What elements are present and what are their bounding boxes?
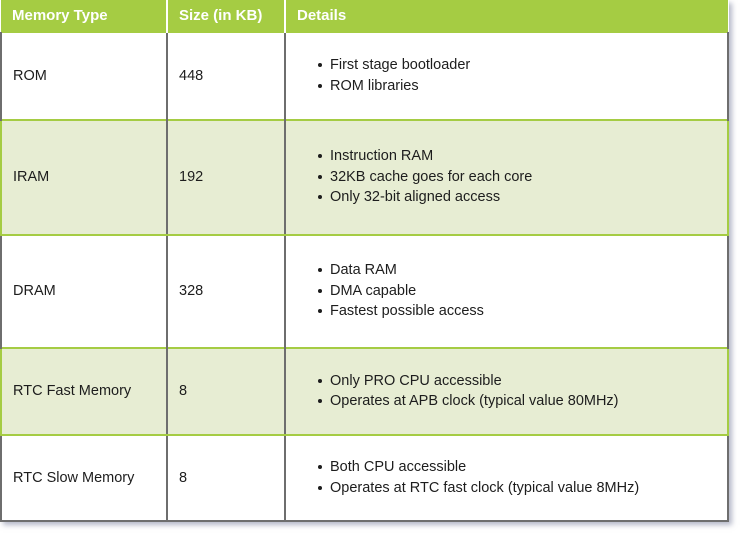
details-list: First stage bootloader ROM libraries [286, 55, 717, 96]
size-value: 8 [179, 469, 188, 486]
size-value: 192 [179, 169, 204, 185]
table-row: DRAM 328 Data RAM DMA capable Fastest po… [0, 234, 729, 348]
table-row: RTC Slow Memory 8 Both CPU accessible Op… [0, 434, 729, 522]
cell-details: Data RAM DMA capable Fastest possible ac… [285, 234, 729, 348]
cell-size: 328 [167, 234, 286, 348]
details-list: Only PRO CPU accessible Operates at APB … [286, 371, 717, 412]
cell-details: First stage bootloader ROM libraries [285, 32, 729, 120]
cell-size: 192 [167, 118, 286, 236]
memory-type-value: RTC Fast Memory [13, 383, 132, 399]
cell-memory-type: DRAM [0, 234, 168, 348]
cell-details: Both CPU accessible Operates at RTC fast… [285, 434, 729, 522]
list-item: Operates at APB clock (typical value 80M… [318, 391, 717, 412]
list-item: Only 32-bit aligned access [318, 187, 717, 208]
cell-size: 8 [167, 434, 286, 522]
cell-memory-type: IRAM [0, 118, 168, 236]
table-body: ROM 448 First stage bootloader ROM libra… [0, 32, 729, 522]
table-row: IRAM 192 Instruction RAM 32KB cache goes… [0, 118, 729, 236]
list-item: First stage bootloader [318, 55, 717, 76]
memory-type-value: ROM [13, 67, 47, 84]
list-item: 32KB cache goes for each core [318, 167, 717, 188]
cell-size: 8 [167, 346, 286, 436]
memory-type-table: Memory Type Size (in KB) Details ROM 448… [0, 0, 729, 522]
size-value: 328 [179, 283, 204, 299]
list-item: Fastest possible access [318, 301, 717, 322]
list-item: Instruction RAM [318, 146, 717, 167]
column-header-size: Size (in KB) [167, 0, 286, 33]
cell-size: 448 [167, 32, 286, 120]
memory-type-value: DRAM [13, 283, 56, 299]
memory-type-value: IRAM [13, 169, 50, 185]
details-list: Instruction RAM 32KB cache goes for each… [286, 146, 717, 208]
size-value: 448 [179, 67, 204, 84]
cell-memory-type: ROM [0, 32, 168, 120]
cell-memory-type: RTC Fast Memory [0, 346, 168, 436]
details-list: Data RAM DMA capable Fastest possible ac… [286, 260, 717, 322]
list-item: Only PRO CPU accessible [318, 371, 717, 392]
list-item: Both CPU accessible [318, 457, 717, 478]
table-row: ROM 448 First stage bootloader ROM libra… [0, 32, 729, 120]
table-header-row: Memory Type Size (in KB) Details [1, 0, 728, 33]
table-row: RTC Fast Memory 8 Only PRO CPU accessibl… [0, 346, 729, 436]
list-item: ROM libraries [318, 76, 717, 97]
table-header: Memory Type Size (in KB) Details [1, 0, 728, 33]
memory-type-value: RTC Slow Memory [13, 469, 135, 486]
column-header-details: Details [285, 0, 728, 33]
list-item: Data RAM [318, 260, 717, 281]
size-value: 8 [179, 383, 188, 399]
cell-memory-type: RTC Slow Memory [0, 434, 168, 522]
list-item: Operates at RTC fast clock (typical valu… [318, 478, 717, 499]
cell-details: Instruction RAM 32KB cache goes for each… [285, 118, 729, 236]
column-header-memory-type: Memory Type [1, 0, 168, 33]
list-item: DMA capable [318, 281, 717, 302]
details-list: Both CPU accessible Operates at RTC fast… [286, 457, 717, 498]
cell-details: Only PRO CPU accessible Operates at APB … [285, 346, 729, 436]
